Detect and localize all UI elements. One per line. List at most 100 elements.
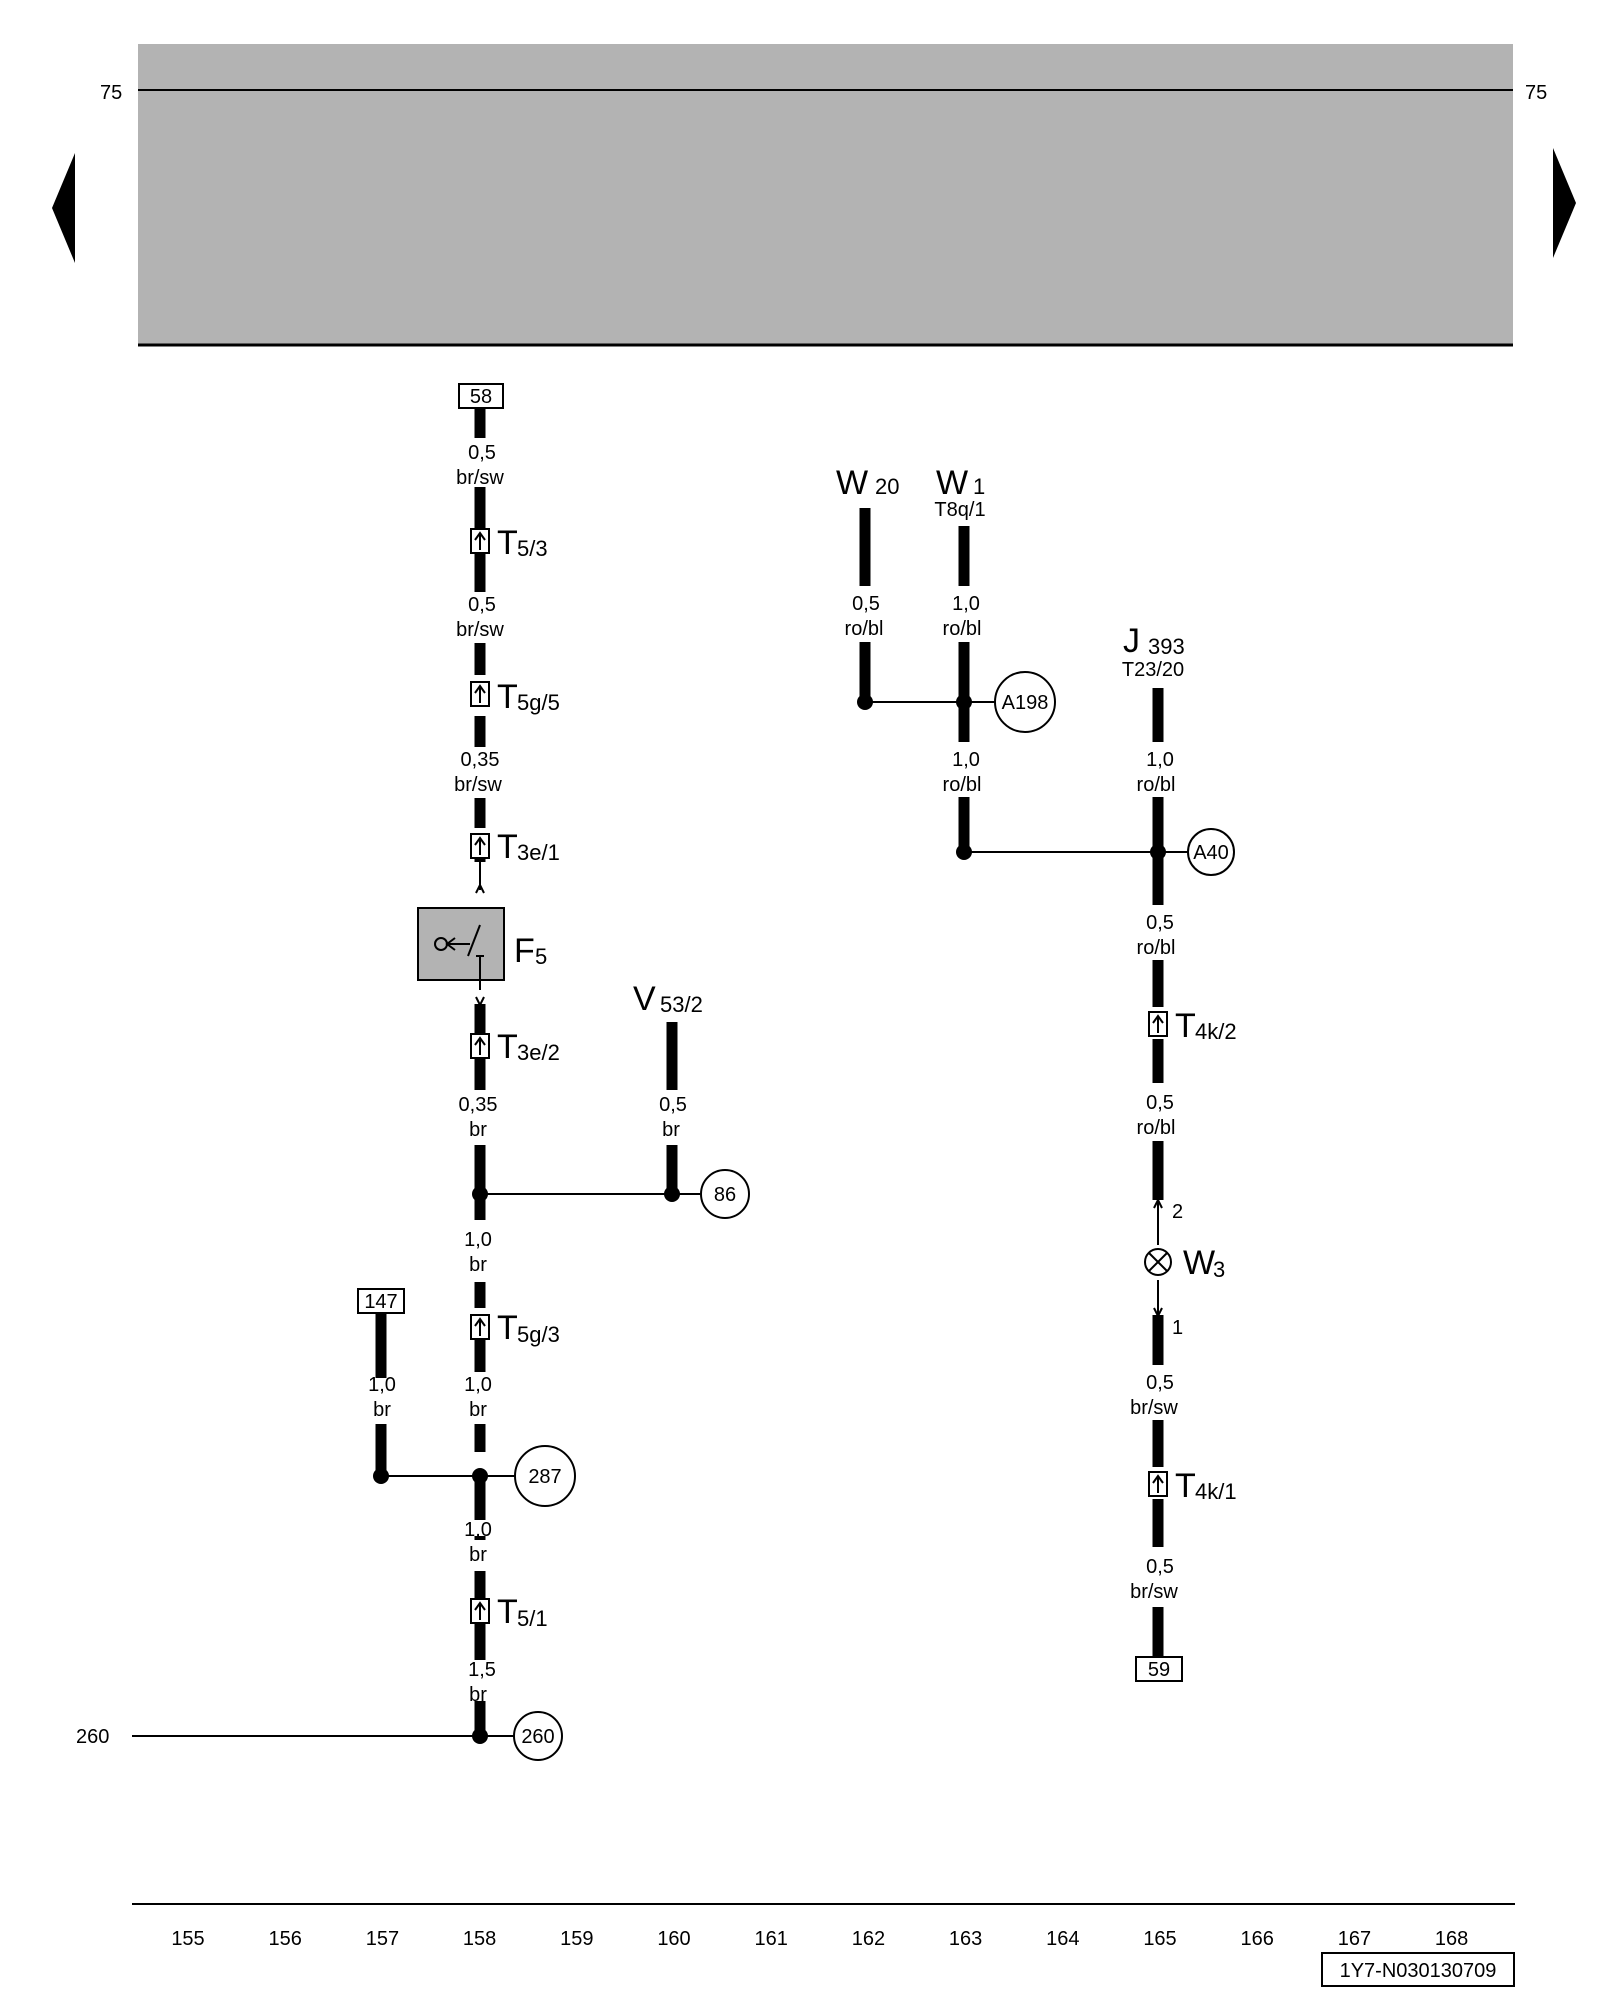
ruler-tick-label: 160	[657, 1928, 690, 1950]
plug-t5g-5[interactable]: T 5g/5	[470, 678, 560, 716]
ruler-tick-label: 155	[171, 1928, 204, 1950]
plug-t3e-2[interactable]: T 3e/2	[470, 1028, 560, 1085]
wire-color: ro/bl	[1137, 774, 1176, 796]
junction-dot	[956, 694, 972, 710]
wire-label-w16: 0,5 ro/bl	[1137, 1092, 1176, 1139]
wire-label-w1: 0,5 br/sw	[456, 442, 504, 489]
component-v53[interactable]: V 53/2	[633, 980, 703, 1018]
junction-dot	[956, 844, 972, 860]
component-number: 20	[875, 474, 899, 499]
wire-color: br/sw	[1130, 1581, 1178, 1603]
plug-pin: 5/3	[517, 536, 548, 561]
prev-page-arrow-icon[interactable]	[52, 153, 75, 263]
junction-dot	[373, 1468, 389, 1484]
connector-58[interactable]: 58	[458, 383, 504, 409]
ref-circle-287[interactable]: 287	[505, 1445, 576, 1507]
wire-size: 1,0	[464, 1229, 492, 1251]
ref-circle-260[interactable]: 260	[505, 1711, 563, 1761]
junction-dot	[857, 694, 873, 710]
wire-color: ro/bl	[1137, 1117, 1176, 1139]
plug-letter: T	[497, 1028, 518, 1066]
component-number: 393	[1148, 634, 1185, 659]
ref-circle-a40[interactable]: A40	[1177, 828, 1235, 876]
wire-color: br	[373, 1399, 391, 1421]
ref-circle-label: 287	[528, 1466, 561, 1488]
plug-letter: T	[497, 828, 518, 866]
wire-label-w11: 0,5 ro/bl	[845, 593, 884, 640]
plug-pin: 5g/5	[517, 690, 560, 715]
junction-dot	[664, 1186, 680, 1202]
ruler-tick-label: 166	[1241, 1928, 1274, 1950]
plug-t3e-1[interactable]: T 3e/1	[470, 828, 560, 866]
wire-size: 0,5	[468, 594, 496, 616]
wire-label-w2: 0,5 br/sw	[456, 594, 504, 641]
plug-t5-3[interactable]: T 5/3	[470, 520, 548, 562]
wire-color: br/sw	[1130, 1397, 1178, 1419]
plug-pin: 5/1	[517, 1606, 548, 1631]
junction-dot	[472, 1186, 488, 1202]
ruler-tick-label: 156	[269, 1928, 302, 1950]
wire-label-w18: 0,5 br/sw	[1130, 1556, 1178, 1603]
ref-circle-label: 260	[521, 1726, 554, 1748]
plug-t4k-1[interactable]: T 4k/1	[1148, 1467, 1237, 1505]
wire-color: br	[469, 1119, 487, 1141]
ref-circle-label: A40	[1193, 842, 1229, 864]
wire-label-w8: 1,0 br	[464, 1519, 492, 1566]
plug-letter: T	[1175, 1007, 1196, 1045]
component-w1[interactable]: W 1 T8q/1	[934, 464, 985, 521]
plug-t5-1[interactable]: T 5/1	[470, 1593, 548, 1652]
wire-color: br	[469, 1399, 487, 1421]
component-letter: W	[936, 464, 968, 502]
ruler-tick-label: 158	[463, 1928, 496, 1950]
wire-size: 0,35	[459, 1094, 498, 1116]
plug-t4k-2[interactable]: T 4k/2	[1148, 1007, 1237, 1045]
component-j393[interactable]: J 393 T23/20	[1122, 622, 1185, 681]
wire-label-w4: 0,35 br	[459, 1094, 498, 1141]
component-letter: J	[1123, 622, 1140, 660]
ruler-tick-label: 157	[366, 1928, 399, 1950]
plug-letter: T	[497, 524, 518, 562]
wire-color: br/sw	[456, 619, 504, 641]
component-number: 1	[973, 474, 985, 499]
wire-size: 0,5	[852, 593, 880, 615]
connector-147-label: 147	[364, 1291, 397, 1313]
ruler-tick-label: 164	[1046, 1928, 1079, 1950]
lamp-pin-top: 2	[1172, 1201, 1183, 1223]
component-w20[interactable]: W 20	[836, 464, 899, 502]
component-f5-switch[interactable]: F 5	[417, 862, 547, 1008]
connector-59[interactable]: 59	[1135, 1656, 1183, 1682]
document-id: 1Y7-N030130709	[1321, 1952, 1515, 1987]
wire-color: ro/bl	[1137, 937, 1176, 959]
ruler-tick-label: 159	[560, 1928, 593, 1950]
plug-t5g-3[interactable]: T 5g/3	[470, 1309, 560, 1372]
connector-58-label: 58	[470, 386, 492, 408]
component-letter: V	[633, 980, 656, 1018]
wire-color: ro/bl	[943, 618, 982, 640]
wire-label-w7: 1,0 br	[464, 1374, 492, 1421]
component-letter: F	[514, 932, 535, 970]
wire-label-w10: 0,5 br	[659, 1094, 687, 1141]
wire-segments-left	[375, 409, 678, 1742]
next-page-arrow-icon[interactable]	[1553, 148, 1576, 258]
wire-segments-right	[859, 508, 1164, 1656]
plug-letter: T	[497, 1309, 518, 1347]
component-number: 53/2	[660, 992, 703, 1017]
wire-label-w3: 0,35 br/sw	[454, 749, 502, 796]
wire-color: br	[469, 1254, 487, 1276]
component-number: 3	[1213, 1257, 1225, 1282]
wire-size: 1,0	[952, 593, 980, 615]
connector-59-label: 59	[1148, 1659, 1170, 1681]
component-w3-lamp[interactable]: W 3 2 1	[1144, 1197, 1225, 1339]
wire-size: 1,0	[952, 749, 980, 771]
wire-size: 0,5	[1146, 1092, 1174, 1114]
ref-circle-86[interactable]: 86	[690, 1169, 750, 1219]
side-ref-260: 260	[76, 1726, 109, 1748]
ruler-tick-label: 165	[1143, 1928, 1176, 1950]
header-band	[138, 44, 1513, 345]
wire-label-w9: 1,5 br	[468, 1659, 496, 1706]
connector-147[interactable]: 147	[357, 1288, 405, 1314]
thin-wires-left	[132, 868, 690, 1737]
ref-circle-a198[interactable]: A198	[984, 671, 1056, 733]
